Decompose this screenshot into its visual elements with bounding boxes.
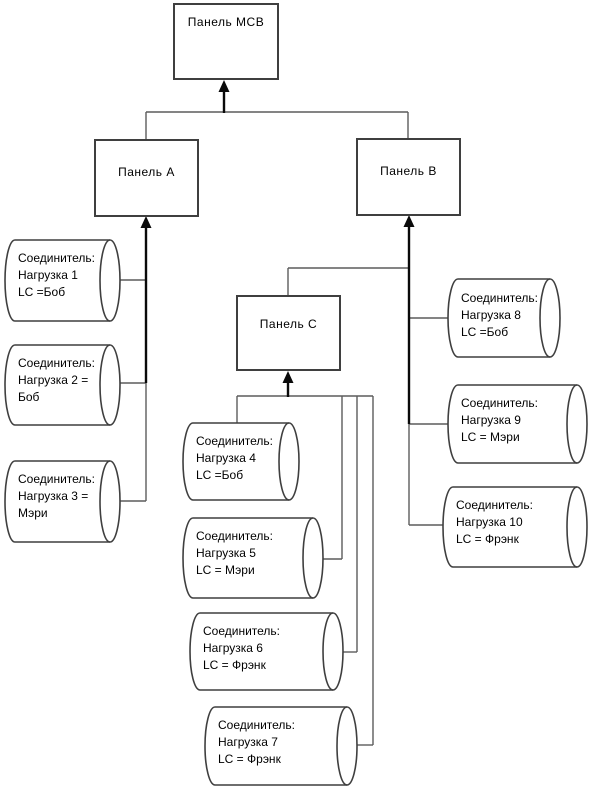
connector-label-line: Мэри [18, 506, 48, 520]
connector-label-line: Нагрузка 6 [203, 641, 263, 655]
cylinder-end-arc [566, 384, 578, 464]
connector-label-line: LC = Фрэнк [203, 658, 266, 672]
connector-label-line: Соединитель: [218, 718, 296, 732]
panel-label: Панель MCB [187, 15, 265, 29]
arrowhead-up-icon [403, 215, 415, 227]
connector-label-line: Соединитель: [196, 434, 274, 448]
node-panel-b: Панель B [356, 138, 461, 216]
node-panel-a: Панель A [94, 139, 199, 217]
node-connector-3: Соединитель: Нагрузка 3 = Мэри [18, 471, 95, 522]
connector-label-line: Соединитель: [196, 529, 274, 543]
node-connector-2: Соединитель: Нагрузка 2 = Боб [18, 355, 95, 406]
cylinder-end-arc [99, 239, 111, 322]
connector-label-line: Боб [18, 390, 40, 404]
cylinder-end-arc [566, 486, 578, 568]
connector-label-line: Соединитель: [203, 624, 281, 638]
connector-label-line: Соединитель: [18, 251, 96, 265]
connector-label-line: LC = Мэри [196, 563, 255, 577]
connector-label-line: Соединитель: [18, 472, 96, 486]
connector-label-line: Нагрузка 8 [461, 308, 521, 322]
arrowhead-up-icon [282, 371, 294, 383]
node-connector-5: Соединитель: Нагрузка 5 LC = Мэри [196, 528, 273, 579]
cylinder-end-arc [99, 460, 111, 543]
connector-label-line: Нагрузка 3 = [18, 489, 89, 503]
connector-label-line: LC =Боб [461, 325, 509, 339]
cylinder-end-arc [302, 517, 314, 599]
node-connector-9: Соединитель: Нагрузка 9 LC = Мэри [461, 395, 538, 446]
connector-label-line: Нагрузка 10 [456, 515, 523, 529]
node-connector-6: Соединитель: Нагрузка 6 LC = Фрэнк [203, 623, 280, 674]
arrowhead-up-icon [218, 80, 230, 92]
cylinder-end-arc [99, 344, 111, 426]
node-connector-10: Соединитель: Нагрузка 10 LC = Фрэнк [456, 497, 533, 548]
connector-label-line: LC = Фрэнк [218, 752, 281, 766]
node-connector-1: Соединитель: Нагрузка 1 LC =Боб [18, 250, 95, 301]
cylinder-end-arc [336, 706, 348, 786]
node-panel-mcb: Панель MCB [173, 3, 279, 80]
connector-label-line: Соединитель: [461, 291, 539, 305]
node-connector-7: Соединитель: Нагрузка 7 LC = Фрэнк [218, 717, 295, 768]
connector-label-line: LC =Боб [196, 468, 244, 482]
arrowhead-up-icon [140, 216, 152, 228]
cylinder-end-arc [322, 612, 334, 691]
node-connector-4: Соединитель: Нагрузка 4 LC =Боб [196, 433, 273, 484]
connector-label-line: Нагрузка 9 [461, 413, 521, 427]
connector-label-line: Нагрузка 7 [218, 735, 278, 749]
connector-label-line: Нагрузка 4 [196, 451, 256, 465]
panel-label: Панель B [380, 164, 437, 178]
connector-label-line: Соединитель: [18, 356, 96, 370]
connector-label-line: LC = Мэри [461, 430, 520, 444]
connector-label-line: Соединитель: [456, 498, 534, 512]
connector-label-line: Нагрузка 5 [196, 546, 256, 560]
node-connector-8: Соединитель: Нагрузка 8 LC =Боб [461, 290, 538, 341]
panel-label: Панель C [259, 317, 318, 331]
connector-label-line: LC = Фрэнк [456, 532, 519, 546]
node-panel-c: Панель C [236, 295, 341, 371]
panel-label: Панель A [118, 165, 175, 179]
cylinder-end-arc [539, 278, 551, 358]
connector-label-line: Соединитель: [461, 396, 539, 410]
connector-label-line: Нагрузка 2 = [18, 373, 89, 387]
connector-label-line: LC =Боб [18, 285, 66, 299]
cylinder-end-arc [278, 422, 290, 501]
connector-label-line: Нагрузка 1 [18, 268, 78, 282]
